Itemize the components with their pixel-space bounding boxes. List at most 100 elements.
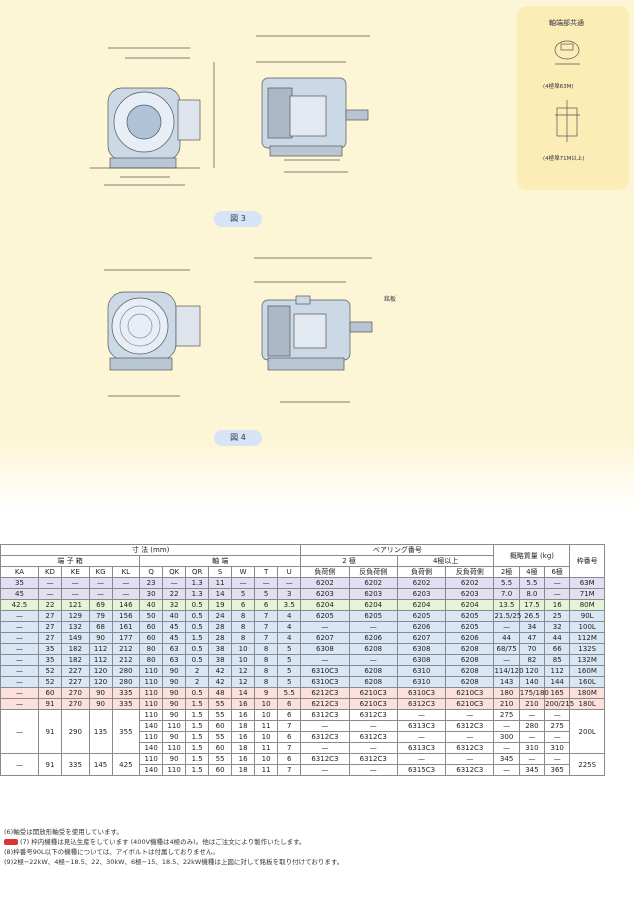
col-anti-2p: 反負荷側: [348, 566, 398, 578]
table-cell: 40: [162, 610, 187, 622]
col-anti-4p: 反負荷側: [445, 566, 495, 578]
table-cell: 6208: [445, 665, 495, 677]
table-cell: 79: [88, 610, 113, 622]
table-cell: 140: [518, 676, 546, 688]
table-cell: 55: [208, 698, 233, 710]
col-kd: KD: [37, 566, 62, 578]
table-cell: —: [445, 753, 495, 765]
table-cell: 38: [208, 643, 233, 655]
side-note-71m: (4極埠71M以上): [543, 156, 585, 162]
table-cell: 6208: [445, 654, 495, 666]
table-cell: 82: [518, 654, 546, 666]
table-cell: 6208: [445, 676, 495, 688]
table-cell: 270: [60, 698, 90, 710]
table-cell: 17.5: [518, 599, 546, 611]
table-cell: 365: [544, 764, 571, 776]
table-cell: 6205: [348, 610, 398, 622]
table-cell: 12: [231, 676, 256, 688]
table-cell: —: [300, 764, 350, 776]
table-cell: 8: [231, 610, 256, 622]
note-text: (7) 枠内機種は見込生産をしています (400V機種は4極のみ)。他はご注文に…: [20, 838, 306, 846]
col-t: T: [254, 566, 279, 578]
table-cell: 27: [37, 632, 62, 644]
col-qk: QK: [162, 566, 187, 578]
table-cell: 52: [37, 676, 62, 688]
table-cell: 90L: [569, 610, 605, 622]
table-cell: 6207: [300, 632, 350, 644]
table-cell: 68/75: [493, 643, 520, 655]
table-cell: —: [0, 632, 39, 644]
table-cell: —: [0, 753, 39, 776]
table-cell: 80M: [569, 599, 605, 611]
table-cell: 35: [0, 577, 39, 589]
table-cell: 7: [277, 764, 302, 776]
table-cell: 48: [208, 687, 233, 699]
table-cell: 1.3: [185, 588, 210, 600]
table-cell: 280: [111, 665, 141, 677]
table-cell: 25: [544, 610, 571, 622]
note-line: (9)2極−22kW、4極−18.5、22、30kW、6極−15、18.5、22…: [4, 856, 343, 866]
table-cell: 225S: [569, 753, 605, 776]
table-cell: 5: [277, 676, 302, 688]
fig4-label: 図 4: [214, 430, 262, 446]
table-cell: 6212C3: [300, 687, 350, 699]
table-cell: 6310C3: [396, 687, 447, 699]
bearing-header: ベアリング番号: [300, 544, 495, 556]
table-cell: 6210C3: [445, 698, 495, 710]
table-cell: —: [0, 621, 39, 633]
table-cell: 7.0: [493, 588, 520, 600]
col-w2: 2極: [493, 566, 520, 578]
table-cell: 110: [162, 720, 187, 732]
col-load-4p: 負荷側: [396, 566, 447, 578]
col-s: S: [208, 566, 233, 578]
table-cell: 6203: [445, 588, 495, 600]
table-cell: 7: [277, 720, 302, 732]
table-cell: 6310C3: [300, 665, 350, 677]
note-text: (8)枠番号90L以下の機種については、アイボルトは付属しておりません。: [4, 848, 219, 856]
table-cell: 63M: [569, 577, 605, 589]
table-cell: 112: [88, 643, 113, 655]
table-cell: 132M: [569, 654, 605, 666]
table-cell: 6206: [348, 632, 398, 644]
table-cell: 18: [231, 742, 256, 754]
table-cell: 110: [162, 742, 187, 754]
table-cell: 34: [518, 621, 546, 633]
table-cell: 0.5: [185, 599, 210, 611]
table-cell: 182: [60, 654, 90, 666]
table-cell: —: [493, 764, 520, 776]
table-cell: 310: [544, 742, 571, 754]
table-cell: 212: [111, 643, 141, 655]
table-cell: 6202: [348, 577, 398, 589]
table-cell: 10: [231, 654, 256, 666]
table-cell: 210: [493, 698, 520, 710]
table-cell: 0.5: [185, 654, 210, 666]
table-cell: 175/180: [518, 687, 549, 699]
table-cell: 69: [88, 599, 113, 611]
table-cell: 60: [37, 687, 62, 699]
table-cell: —: [348, 742, 398, 754]
table-cell: 6210C3: [348, 687, 398, 699]
col-u: U: [277, 566, 302, 578]
table-cell: 6312C3: [300, 753, 350, 765]
table-cell: 335: [111, 698, 141, 710]
table-cell: 8: [254, 676, 279, 688]
table-cell: 132: [60, 621, 90, 633]
table-cell: 91: [37, 698, 62, 710]
table-cell: 4: [277, 610, 302, 622]
table-cell: 6203: [396, 588, 447, 600]
table-cell: 160M: [569, 665, 605, 677]
table-cell: —: [493, 621, 520, 633]
table-cell: 6210C3: [348, 698, 398, 710]
table-cell: 161: [111, 621, 141, 633]
shaft-header: 軸 端: [139, 555, 302, 567]
table-cell: 6308: [396, 654, 447, 666]
table-cell: —: [348, 654, 398, 666]
table-cell: 8: [231, 632, 256, 644]
table-cell: 6312C3: [300, 731, 350, 743]
table-cell: 90: [88, 687, 113, 699]
table-cell: 3.5: [277, 599, 302, 611]
fig4-front-view: [104, 269, 201, 397]
